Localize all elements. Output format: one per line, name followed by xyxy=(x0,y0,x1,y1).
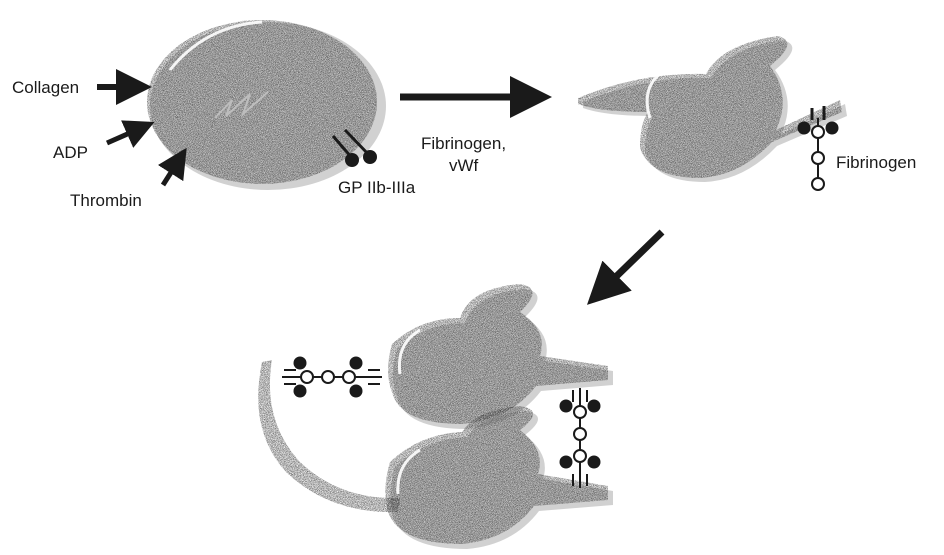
aggregated-platelets xyxy=(258,284,613,549)
fibrinogen-label: Fibrinogen xyxy=(836,153,916,172)
fibrinogen-bridge-horizontal xyxy=(282,357,382,398)
collagen-label: Collagen xyxy=(12,78,79,97)
activated-platelet xyxy=(578,36,847,182)
thrombin-label: Thrombin xyxy=(70,191,142,210)
aggregation-arrow xyxy=(592,232,662,300)
gp-receptor-label: GP IIb-IIIa xyxy=(338,178,416,197)
stimulus-label-line1: Fibrinogen, xyxy=(421,134,506,153)
fibrinogen-bridge-vertical xyxy=(560,388,601,488)
adp-label: ADP xyxy=(53,143,88,162)
stimulus-label-line2: vWf xyxy=(449,156,479,175)
